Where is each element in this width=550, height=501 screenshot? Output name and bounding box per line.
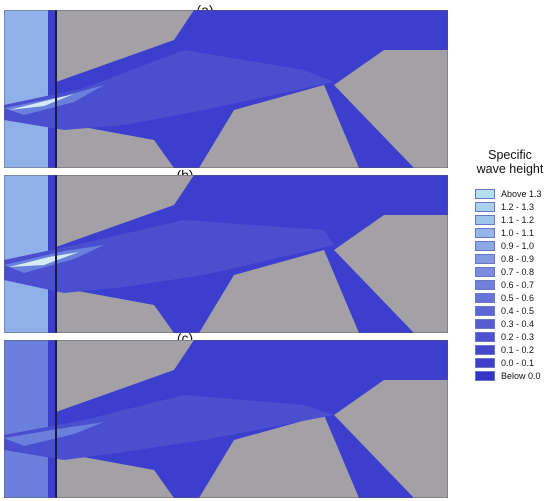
legend-label: 0.4 - 0.5 bbox=[501, 306, 535, 316]
legend-label: 0.5 - 0.6 bbox=[501, 293, 535, 303]
legend-title-line2: wave height bbox=[476, 162, 544, 176]
legend: Specific wave height Above 1.3 1.2 - 1.3 1… bbox=[470, 148, 550, 381]
land-pier-2 bbox=[334, 50, 448, 168]
wave-plume-peak bbox=[9, 252, 79, 267]
legend-entry: 0.0 - 0.1 bbox=[475, 357, 550, 370]
wave-plume bbox=[4, 220, 334, 293]
legend-label: 0.9 - 1.0 bbox=[501, 241, 535, 251]
legend-label: 1.0 - 1.1 bbox=[501, 228, 535, 238]
legend-entry: Above 1.3 bbox=[475, 188, 550, 201]
legend-label: 1.2 - 1.3 bbox=[501, 202, 535, 212]
legend-entry: 0.8 - 0.9 bbox=[475, 253, 550, 266]
legend-entry: 0.9 - 1.0 bbox=[475, 240, 550, 253]
legend-entry: 1.2 - 1.3 bbox=[475, 201, 550, 214]
offshore-zone bbox=[4, 10, 48, 168]
legend-label: 0.6 - 0.7 bbox=[501, 280, 535, 290]
legend-entry: Below 0.0 bbox=[475, 370, 550, 383]
legend-swatch bbox=[475, 215, 495, 225]
legend-label: Below 0.0 bbox=[501, 371, 541, 381]
legend-swatch bbox=[475, 189, 495, 199]
breakwater-gap bbox=[48, 340, 56, 498]
legend-swatch bbox=[475, 254, 495, 264]
legend-label: 0.7 - 0.8 bbox=[501, 267, 535, 277]
legend-swatch bbox=[475, 202, 495, 212]
land-pier-2 bbox=[334, 380, 448, 498]
legend-label: 1.1 - 1.2 bbox=[501, 215, 535, 225]
legend-entry: 1.0 - 1.1 bbox=[475, 227, 550, 240]
land-pier-1 bbox=[199, 250, 359, 333]
legend-swatch bbox=[475, 228, 495, 238]
legend-entry: 0.7 - 0.8 bbox=[475, 266, 550, 279]
land-pier-1 bbox=[199, 85, 359, 168]
legend-swatch bbox=[475, 319, 495, 329]
wave-plume-peak bbox=[9, 94, 74, 110]
land-north-breakwater bbox=[56, 340, 194, 412]
legend-swatch bbox=[475, 267, 495, 277]
legend-swatch bbox=[475, 345, 495, 355]
legend-entry: 0.1 - 0.2 bbox=[475, 344, 550, 357]
legend-entry: 1.1 - 1.2 bbox=[475, 214, 550, 227]
legend-swatch bbox=[475, 332, 495, 342]
legend-swatch bbox=[475, 241, 495, 251]
legend-entry: 0.6 - 0.7 bbox=[475, 279, 550, 292]
land-south bbox=[56, 287, 174, 333]
breakwater-gap bbox=[48, 10, 56, 168]
legend-label: 0.8 - 0.9 bbox=[501, 254, 535, 264]
legend-swatch bbox=[475, 280, 495, 290]
land-south bbox=[56, 452, 174, 498]
wave-height-map-a bbox=[4, 10, 448, 168]
wave-plume bbox=[4, 395, 334, 460]
legend-swatch bbox=[475, 358, 495, 368]
wave-plume-core bbox=[4, 422, 104, 446]
legend-swatch bbox=[475, 293, 495, 303]
legend-label: Above 1.3 bbox=[501, 189, 542, 199]
legend-swatch bbox=[475, 371, 495, 381]
legend-label: 0.2 - 0.3 bbox=[501, 332, 535, 342]
legend-label: 0.3 - 0.4 bbox=[501, 319, 535, 329]
wave-height-map-c bbox=[4, 340, 448, 498]
legend-entry: 0.5 - 0.6 bbox=[475, 292, 550, 305]
legend-title-line1: Specific bbox=[488, 148, 532, 162]
legend-entry: 0.4 - 0.5 bbox=[475, 305, 550, 318]
legend-entry: 0.2 - 0.3 bbox=[475, 331, 550, 344]
legend-swatch bbox=[475, 306, 495, 316]
land-south bbox=[56, 122, 174, 168]
land-pier-2 bbox=[334, 215, 448, 333]
wave-plume bbox=[4, 50, 334, 130]
land-pier-1 bbox=[199, 415, 359, 498]
legend-entry: 0.3 - 0.4 bbox=[475, 318, 550, 331]
wave-height-map-b bbox=[4, 175, 448, 333]
land-north-breakwater bbox=[56, 10, 194, 82]
legend-label: 0.1 - 0.2 bbox=[501, 345, 535, 355]
land-north-breakwater bbox=[56, 175, 194, 247]
legend-label: 0.0 - 0.1 bbox=[501, 358, 535, 368]
offshore-zone bbox=[4, 340, 48, 498]
